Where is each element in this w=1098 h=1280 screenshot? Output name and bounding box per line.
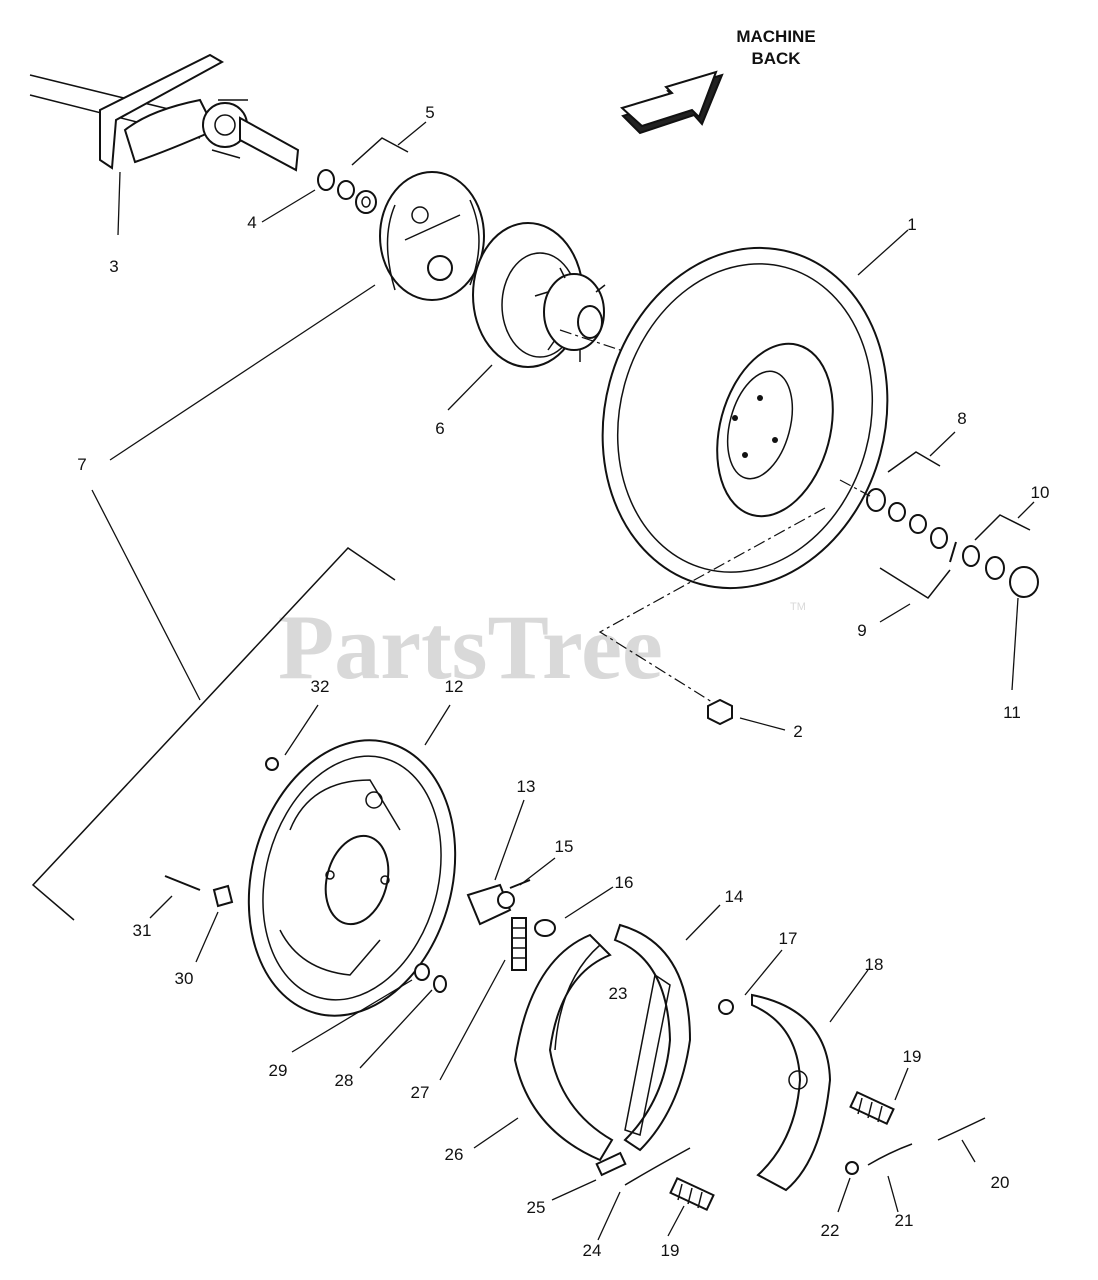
spring-19-upper	[849, 1090, 895, 1126]
callout-19-upper: 19	[903, 1047, 922, 1066]
spring-24	[624, 1147, 691, 1186]
callout-4: 4	[247, 213, 256, 232]
leader-lines	[91, 121, 1035, 1241]
direction-arrow-icon	[620, 70, 724, 135]
watermark-trademark: TM	[790, 601, 806, 613]
callout-13: 13	[517, 777, 536, 796]
callout-27: 27	[411, 1083, 430, 1102]
exploded-brake-bracket	[31, 547, 396, 921]
callout-9: 9	[857, 621, 866, 640]
callout-labels: 1 2 3 4 5 6 7 8 9 10 11 12 13 14 15 16 1…	[77, 103, 1049, 1260]
bolt-32	[265, 757, 279, 771]
callout-15: 15	[555, 837, 574, 856]
brake-shoe-14	[613, 923, 692, 1152]
callout-3: 3	[109, 257, 118, 276]
callout-25: 25	[527, 1198, 546, 1217]
tire-wheel	[601, 246, 889, 590]
group-brackets	[351, 137, 1031, 599]
nut-22	[845, 1161, 859, 1175]
grease-seal	[317, 169, 335, 191]
watermark-text: PartsTree	[278, 596, 663, 698]
callout-30: 30	[175, 969, 194, 988]
callout-11: 11	[1003, 703, 1021, 722]
callout-29: 29	[269, 1061, 288, 1080]
callout-16: 16	[615, 873, 634, 892]
callout-23: 23	[609, 984, 628, 1003]
callout-20: 20	[991, 1173, 1010, 1192]
callout-1: 1	[907, 215, 916, 234]
return-spring-27	[511, 917, 527, 971]
washer-16	[534, 919, 556, 937]
callout-26: 26	[445, 1145, 464, 1164]
assembly-center-lines	[559, 329, 871, 703]
clip-30	[212, 884, 234, 908]
inner-bearing-set	[337, 180, 377, 214]
callout-12: 12	[445, 677, 464, 696]
callout-24: 24	[583, 1241, 602, 1260]
brake-shoe-18	[751, 993, 832, 1192]
callout-10: 10	[1031, 483, 1050, 502]
callout-21: 21	[895, 1211, 914, 1230]
callout-22: 22	[821, 1221, 840, 1240]
callout-2: 2	[793, 722, 802, 741]
callout-18: 18	[865, 955, 884, 974]
pin-15	[509, 879, 531, 889]
machine-back-line2: BACK	[751, 49, 801, 68]
backing-plate	[247, 739, 457, 1017]
callout-19-lower: 19	[661, 1241, 680, 1260]
machine-back-line1: MACHINE	[736, 27, 815, 46]
callout-31: 31	[133, 921, 152, 940]
brake-shoe-26	[513, 933, 614, 1162]
hub-drum	[472, 222, 606, 368]
adjuster-25	[595, 1151, 627, 1177]
wheel-cylinder	[466, 883, 515, 926]
callout-5: 5	[425, 103, 434, 122]
outer-bearing-stack	[866, 488, 1039, 598]
spring-21	[867, 1143, 913, 1166]
spring-20	[937, 1117, 986, 1141]
washer-29	[414, 963, 430, 981]
callout-14: 14	[725, 887, 744, 906]
callout-6: 6	[435, 419, 444, 438]
bolt-31	[164, 875, 201, 891]
lug-nut	[707, 698, 733, 726]
callout-7: 7	[77, 455, 86, 474]
callout-17: 17	[779, 929, 798, 948]
axle-spindle	[29, 53, 300, 172]
adjuster-17	[718, 999, 734, 1015]
nut-28	[433, 975, 447, 993]
brake-assembly	[379, 171, 485, 301]
callout-32: 32	[311, 677, 330, 696]
callout-28: 28	[335, 1071, 354, 1090]
spring-19-lower	[669, 1176, 715, 1212]
callout-8: 8	[957, 409, 966, 428]
